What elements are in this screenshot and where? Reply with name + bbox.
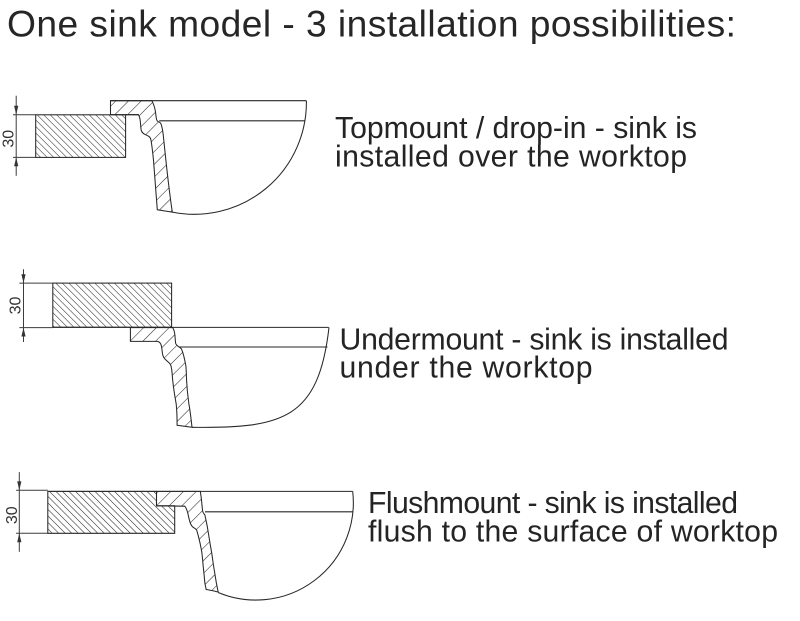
svg-text:30: 30 [4, 506, 21, 524]
svg-text:Topmount / drop-in - sink is: Topmount / drop-in - sink is [335, 112, 697, 145]
svg-text:flush to the surface of workto: flush to the surface of worktop [368, 516, 778, 549]
svg-text:30: 30 [8, 297, 25, 315]
svg-text:30: 30 [0, 130, 17, 148]
svg-text:Flushmount - sink is installed: Flushmount - sink is installed [368, 487, 738, 520]
svg-text:installed over the worktop: installed over the worktop [335, 141, 687, 174]
svg-text:under the worktop: under the worktop [340, 352, 593, 385]
svg-text:One sink model - 3 installatio: One sink model - 3 installation possibil… [7, 3, 736, 45]
svg-text:Undermount - sink is installed: Undermount - sink is installed [340, 324, 729, 357]
